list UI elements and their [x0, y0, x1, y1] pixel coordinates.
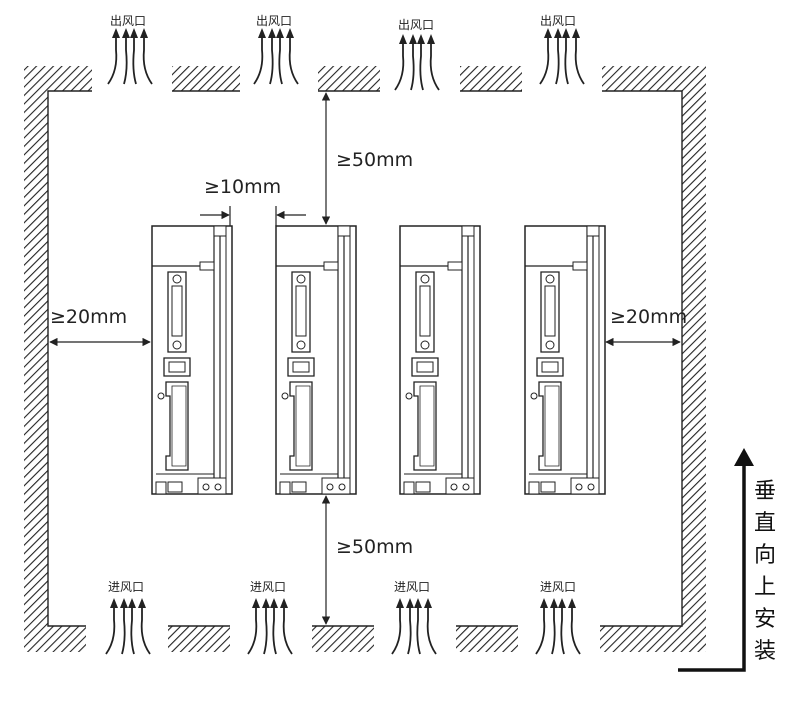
inlet-label-3: 进风口 [394, 580, 430, 594]
outlet-label-1: 出风口 [110, 14, 146, 28]
outlet-label-3: 出风口 [398, 18, 434, 32]
outlet-label-2: 出风口 [256, 14, 292, 28]
inlet-label-4: 进风口 [540, 580, 576, 594]
outlet-flow-4 [539, 27, 585, 85]
top-gap-label: ≥50mm [336, 149, 413, 171]
orientation-char-2: 直 [754, 511, 776, 536]
inlet-flow-3 [391, 597, 437, 655]
upward-install-arrow [678, 448, 754, 672]
inlet-flow-1 [105, 597, 151, 655]
outlet-label-4: 出风口 [540, 14, 576, 28]
outlet-flow-3 [394, 33, 440, 91]
left-gap-label: ≥20mm [50, 306, 127, 328]
inlet-label-2: 进风口 [250, 580, 286, 594]
orientation-char-1: 垂 [754, 479, 776, 504]
servo-drive-1 [151, 225, 233, 495]
orientation-char-6: 装 [754, 639, 776, 664]
cabinet-walls [24, 66, 706, 652]
inlet-flow-2 [247, 597, 293, 655]
orientation-char-5: 安 [754, 607, 776, 632]
between-gap-label: ≥10mm [204, 176, 281, 198]
servo-drive-3 [399, 225, 481, 495]
inlet-label-1: 进风口 [108, 580, 144, 594]
right-gap-label: ≥20mm [610, 306, 687, 328]
servo-drive-2 [275, 225, 357, 495]
bottom-gap-label: ≥50mm [336, 536, 413, 558]
inlet-flow-4 [535, 597, 581, 655]
servo-drive-4 [524, 225, 606, 495]
orientation-char-3: 向 [754, 543, 776, 568]
outlet-flow-1 [107, 27, 153, 85]
outlet-flow-2 [253, 27, 299, 85]
orientation-char-4: 上 [754, 575, 776, 600]
